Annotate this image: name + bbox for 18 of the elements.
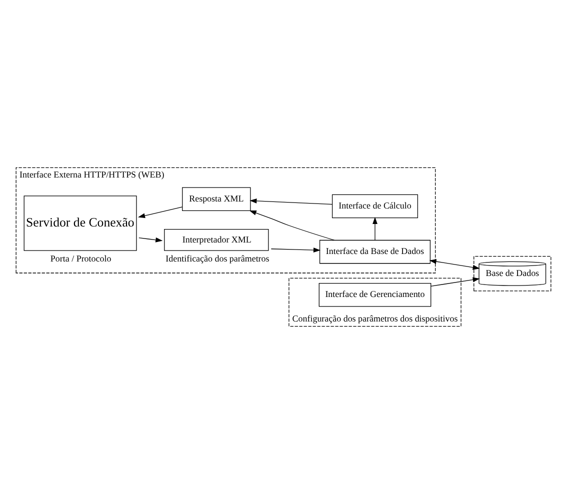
node-box: Interface de Cálculo [332,194,418,218]
arrow [430,276,480,286]
node-box: Interpretador XML [164,228,269,250]
arrow [429,258,480,270]
arrow [270,247,321,252]
arrow [138,206,183,218]
node-box: Resposta XML [182,186,251,211]
cluster [288,277,462,326]
node-box: Interface da Base de Dados [319,239,431,264]
arrow [249,210,335,240]
node-label: Identificação dos parâmetros [166,253,270,264]
arrow [250,198,332,204]
node-label: Porta / Protocolo [50,253,112,264]
node-label: Configuração dos parâmetros dos dispositivos [292,312,458,323]
node-box: Interface de Gerenciamento [318,282,432,306]
node-box: Servidor de Conexão [24,195,137,250]
arrow [138,236,163,242]
arrow [372,216,378,240]
